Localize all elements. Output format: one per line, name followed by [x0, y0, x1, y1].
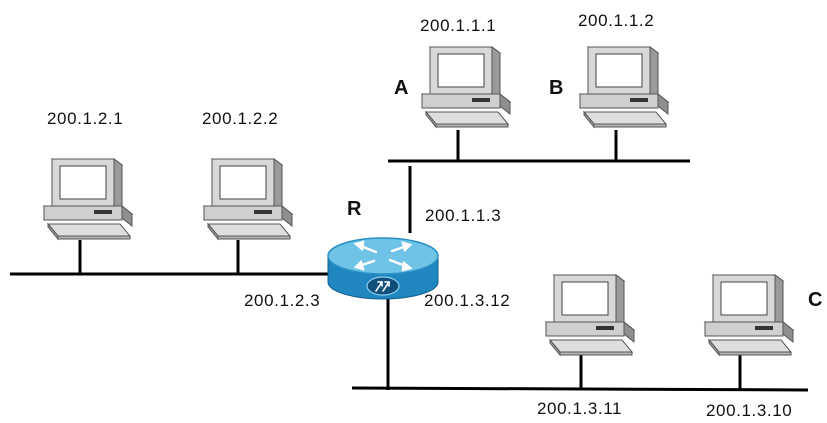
router-icon [327, 237, 439, 300]
computer-icon [579, 46, 669, 128]
computer-icon [704, 274, 794, 356]
network-links [10, 130, 809, 392]
host-c-ip-label: 200.1.3.10 [706, 401, 792, 420]
host-a-name-label: A [394, 77, 408, 99]
host-a-ip-label: 200.1.1.1 [420, 16, 496, 35]
computer-icon [545, 274, 635, 356]
host-b-name-label: B [549, 77, 563, 99]
computer-icon [421, 46, 511, 128]
router-interface-lan1-label: 200.1.1.3 [425, 206, 501, 225]
router-name-label: R [347, 198, 362, 220]
host-b-ip-label: 200.1.1.2 [578, 11, 654, 30]
computer-icon [203, 158, 293, 240]
host-h2-ip-label: 200.1.2.2 [202, 109, 278, 128]
host-h3-ip-label: 200.1.3.11 [537, 399, 622, 418]
host-c-name-label: C [808, 289, 822, 311]
router-interface-lan3-label: 200.1.3.12 [424, 291, 510, 310]
host-h1-ip-label: 200.1.2.1 [47, 109, 123, 128]
computer-icon [43, 158, 133, 240]
router-interface-lan2-label: 200.1.2.3 [244, 291, 320, 310]
